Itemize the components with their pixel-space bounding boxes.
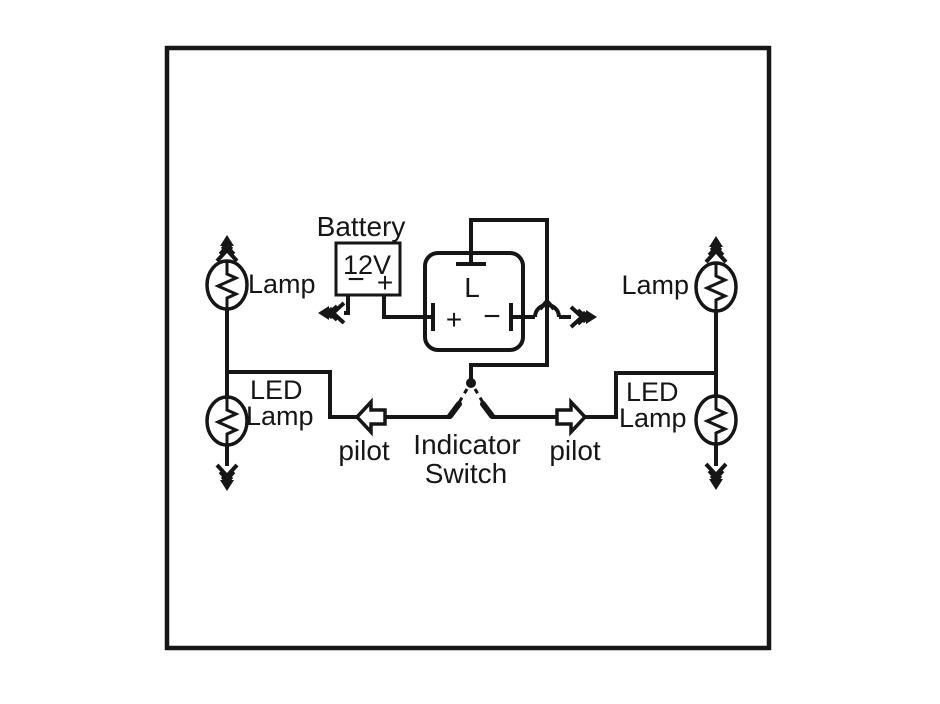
left-led-label-line1: LED: [250, 375, 303, 405]
right-led-label-line2: Lamp: [619, 403, 687, 433]
wire-hop-arrow-icon: [538, 297, 556, 311]
right-lamp-label: Lamp: [621, 270, 689, 300]
indicator-switch-label-line1: Indicator: [413, 429, 520, 460]
relay-positive-label: +: [446, 304, 462, 335]
right-branch: Lamp LED Lamp pilot: [492, 234, 738, 492]
right-lamp-ground-icon: [704, 234, 728, 264]
pilot-arrow-left-icon: [354, 397, 387, 437]
left-led-lamp-symbol: [205, 395, 249, 447]
relay-l-terminal-label: L: [464, 272, 480, 303]
pilot-right-label: pilot: [549, 435, 601, 466]
battery-ground-icon: [316, 301, 346, 325]
left-lamp-symbol: [205, 259, 249, 311]
left-led-ground-icon: [215, 463, 239, 493]
battery-positive-wire: [382, 295, 431, 319]
switch-arm-left: [455, 388, 469, 407]
wire-hop: [533, 303, 561, 318]
battery-label: Battery: [317, 211, 406, 242]
battery-box: [334, 241, 402, 297]
battery-positive-label: +: [377, 267, 393, 298]
relay-negative-label: −: [483, 300, 501, 333]
pilot-arrow-right-icon: [555, 397, 588, 437]
left-lamp-ground-icon: [215, 233, 239, 263]
left-lamp-label: Lamp: [248, 269, 316, 299]
diagram-border: [164, 45, 772, 651]
relay-ground-icon: [569, 305, 599, 329]
relay-box: [423, 251, 525, 352]
right-led-ground-icon: [704, 462, 728, 492]
right-led-label-line1: LED: [626, 377, 679, 407]
battery-component: Battery 12V − +: [316, 211, 431, 325]
right-led-lamp-symbol: [694, 394, 738, 446]
right-lamp-symbol: [694, 261, 738, 313]
left-branch: Lamp LED Lamp pilot: [205, 233, 450, 493]
indicator-switch-label-line2: Switch: [425, 458, 507, 489]
pilot-left-label: pilot: [338, 435, 390, 466]
switch-contact-right: [480, 401, 495, 419]
indicator-switch-component: Indicator Switch: [413, 378, 521, 489]
switch-contact-left: [447, 401, 462, 419]
relay-load-output-wire: [469, 218, 549, 379]
battery-negative-wire: [344, 295, 350, 315]
switch-pivot: [466, 378, 476, 388]
left-led-label-line2: Lamp: [246, 401, 314, 431]
switch-arm-right: [473, 388, 487, 407]
battery-negative-label: −: [347, 263, 365, 296]
flasher-relay-component: L + −: [423, 218, 599, 379]
battery-voltage-label: 12V: [343, 250, 391, 280]
